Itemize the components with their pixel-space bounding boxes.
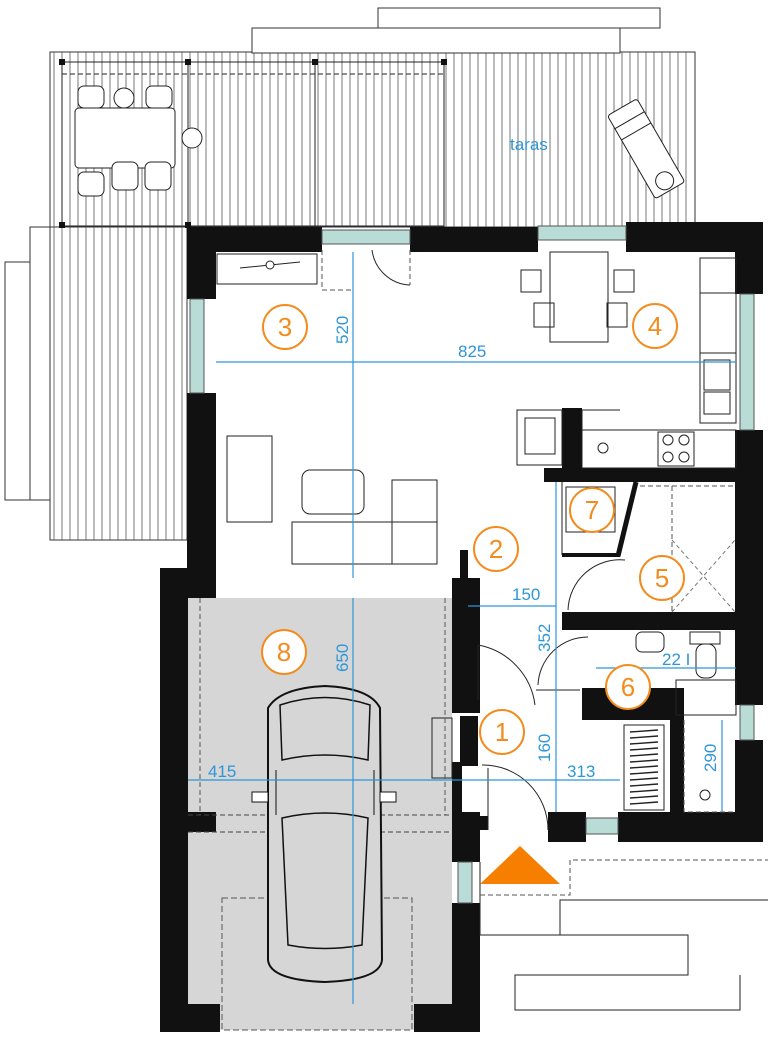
hanger	[629, 771, 659, 775]
dimension-labels: 825 520 150 352 650 22 I 160 313 415 290	[208, 316, 720, 781]
room-number: 1	[495, 717, 509, 747]
room-number: 2	[489, 534, 503, 564]
room-number: 7	[585, 495, 599, 525]
terrace: taras	[4, 7, 696, 541]
room-number-circle	[639, 555, 685, 601]
dimension-label: 650	[333, 644, 352, 672]
room-number: 4	[648, 311, 662, 341]
room-number-circle	[605, 664, 651, 710]
dimension-label: 825	[458, 342, 486, 361]
dimension-label: 352	[535, 624, 554, 652]
car-icon	[251, 684, 397, 984]
dimension-lines	[188, 252, 736, 1004]
hanger	[629, 765, 659, 769]
room-number: 3	[278, 312, 292, 342]
dimension-label: 415	[208, 762, 236, 781]
hanger	[629, 741, 659, 745]
hanger	[629, 795, 659, 799]
room-number: 5	[655, 563, 669, 593]
deck-boards	[53, 227, 183, 540]
hanger	[629, 753, 659, 757]
walls	[160, 222, 763, 1032]
room-number: 6	[621, 672, 635, 702]
hanger	[629, 801, 659, 805]
hanger	[629, 735, 659, 739]
room-number-circle	[569, 487, 615, 533]
entrance-arrow-icon	[480, 846, 560, 884]
room-number-circle	[632, 303, 678, 349]
room-number-circle	[262, 304, 308, 350]
sun-lounger-icon	[608, 99, 685, 199]
dimension-label: 22 I	[662, 650, 690, 669]
dimension-label: 313	[567, 762, 595, 781]
hanger	[629, 759, 659, 763]
furniture	[188, 249, 768, 1011]
windows	[189, 225, 755, 904]
dimension-label: 290	[701, 744, 720, 772]
dimension-label: 150	[512, 585, 540, 604]
hanger	[629, 783, 659, 787]
terrace-label: taras	[510, 135, 548, 154]
room-number-circle	[261, 629, 307, 675]
staircase	[561, 481, 736, 613]
room-number: 8	[277, 637, 291, 667]
hanger	[629, 729, 659, 733]
hanger	[629, 777, 659, 781]
hanger	[629, 789, 659, 793]
room-number-circle	[479, 709, 525, 755]
room-number-circle	[473, 526, 519, 572]
room-numbers: 1 2 3 4 5 6 7 8	[261, 303, 685, 755]
dimension-label: 520	[333, 316, 352, 344]
dimension-label: 160	[535, 734, 554, 762]
hanger	[629, 747, 659, 751]
